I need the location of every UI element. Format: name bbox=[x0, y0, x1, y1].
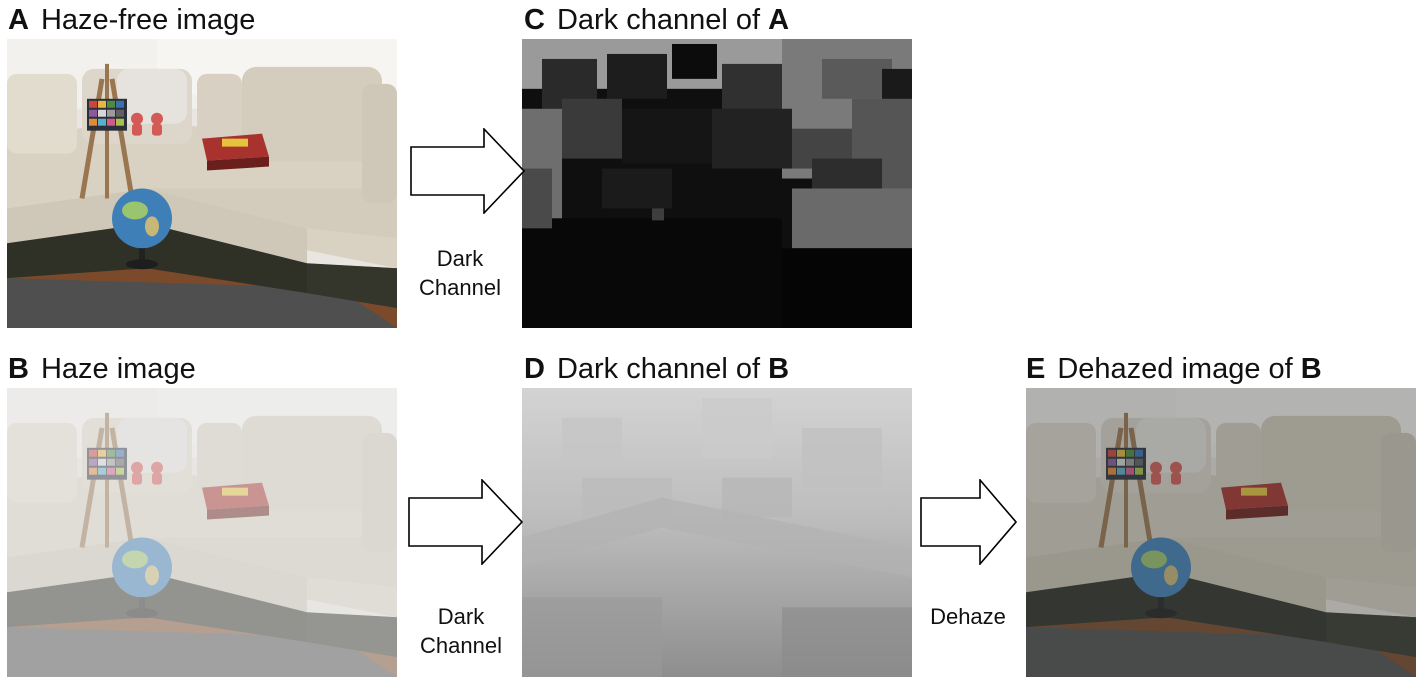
panel-a-letter: A bbox=[8, 4, 29, 36]
panel-b-letter: B bbox=[8, 353, 29, 385]
panel-d-label: D Dark channel of B bbox=[524, 352, 789, 386]
panel-d-title-prefix: Dark channel of bbox=[556, 353, 769, 385]
dark-channel-b-image bbox=[522, 388, 912, 677]
panel-e-letter: E bbox=[1026, 353, 1046, 385]
panel-d-letter: D bbox=[524, 353, 545, 385]
dehazed-image bbox=[1026, 388, 1416, 677]
arrow-right-label-line1: Dehaze bbox=[930, 604, 1006, 629]
haze-free-image bbox=[7, 39, 397, 328]
arrow-middle-label-line1: Dark bbox=[437, 604, 485, 629]
arrow-right-label: Dehaze bbox=[918, 602, 1018, 631]
dark-channel-a-image bbox=[522, 39, 912, 328]
panel-e-title-prefix: Dehazed image of bbox=[1057, 353, 1301, 385]
panel-c-title-ref: A bbox=[768, 4, 790, 36]
arrow-top-label-line2: Channel bbox=[419, 275, 501, 300]
panel-c-title-prefix: Dark channel of bbox=[556, 4, 769, 36]
arrow-right-icon bbox=[920, 479, 1018, 565]
panel-b-title: Haze image bbox=[40, 353, 196, 385]
panel-a-title: Haze-free image bbox=[40, 4, 256, 36]
arrow-top-label-line1: Dark bbox=[436, 246, 484, 271]
panel-d-title-ref: B bbox=[768, 353, 790, 385]
arrow-middle-label: Dark Channel bbox=[408, 602, 514, 660]
panel-b-label: B Haze image bbox=[8, 352, 196, 386]
panel-c-label: C Dark channel of A bbox=[524, 3, 789, 37]
panel-e-title-ref: B bbox=[1300, 353, 1322, 385]
haze-image bbox=[7, 388, 397, 677]
arrow-right-icon bbox=[410, 128, 526, 214]
arrow-top-label: Dark Channel bbox=[410, 244, 510, 302]
panel-c-letter: C bbox=[524, 4, 545, 36]
panel-a-label: A Haze-free image bbox=[8, 3, 255, 37]
panel-e-label: E Dehazed image of B bbox=[1026, 352, 1322, 386]
arrow-right-icon bbox=[408, 479, 524, 565]
arrow-middle-label-line2: Channel bbox=[420, 633, 502, 658]
